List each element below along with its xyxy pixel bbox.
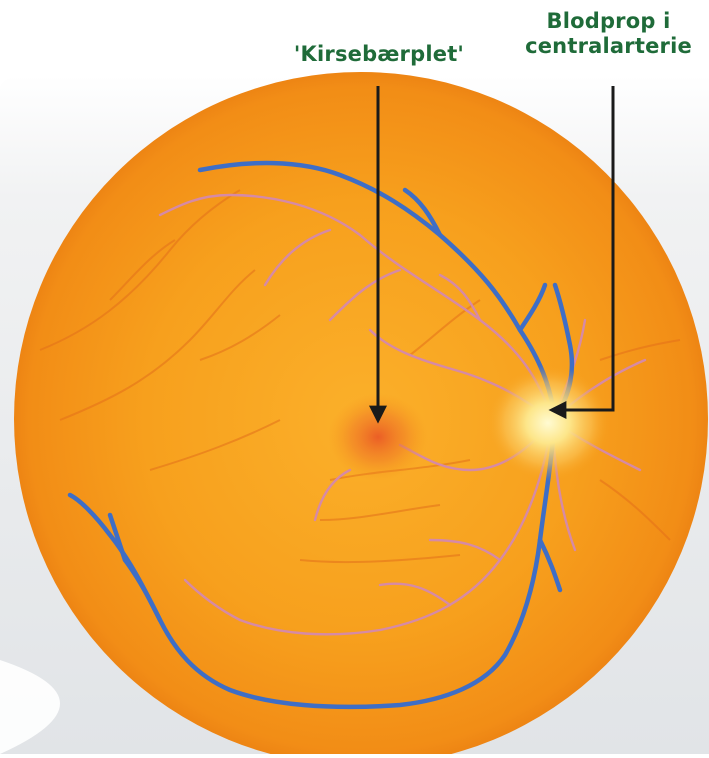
clot-label-line-1: Blodprop i — [508, 9, 709, 34]
optic-disc — [486, 365, 610, 481]
cherry-spot-label: 'Kirsebærplet' — [253, 42, 505, 67]
central-artery-clot-label: Blodprop i centralarterie — [508, 9, 709, 59]
clot-label-line-2: centralarterie — [508, 34, 709, 59]
